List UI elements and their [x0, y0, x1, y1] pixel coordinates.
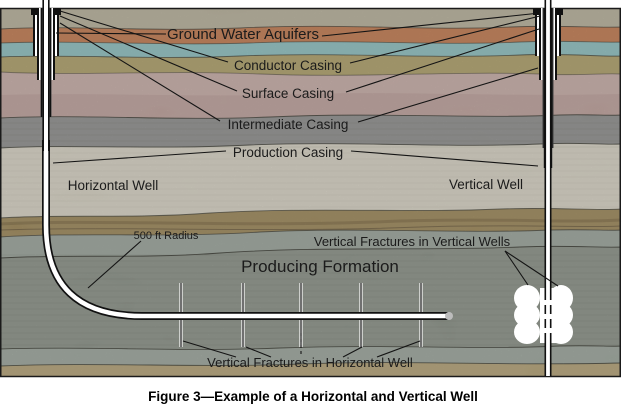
leader-conductor-right: [349, 15, 541, 64]
label-production-casing: Production Casing: [233, 145, 343, 160]
leader-production-right: [350, 150, 539, 167]
figure-caption: Figure 3—Example of a Horizontal and Ver…: [148, 389, 478, 404]
leader-aquifer-left: [55, 32, 167, 35]
leader-vfhw-3: [342, 346, 363, 358]
casing-perforations: [542, 300, 554, 333]
leader-vfhw-4: [376, 340, 421, 358]
label-horizontal-well: Horizontal Well: [68, 178, 159, 193]
label-producing-formation: Producing Formation: [241, 257, 399, 276]
label-vertical-fractures-vertical-wells: Vertical Fractures in Vertical Wells: [314, 234, 511, 249]
wellbore-end-cap: [445, 312, 453, 320]
label-intermediate-casing: Intermediate Casing: [228, 117, 349, 132]
leader-surface-right: [345, 28, 540, 93]
label-500ft-radius: 500 ft Radius: [134, 230, 199, 242]
casing-cap: [557, 8, 563, 15]
casing-cap: [31, 8, 37, 15]
label-surface-casing: Surface Casing: [242, 86, 334, 101]
well-diagram: Ground Water Aquifers Conductor Casing S…: [0, 0, 622, 378]
leader-vfhw-2: [245, 346, 272, 358]
leader-vfvw-1: [504, 250, 529, 286]
leader-lines: [52, 10, 559, 358]
label-ground-water-aquifers: Ground Water Aquifers: [167, 26, 319, 43]
diagram-border: [0, 7, 621, 378]
leader-vfvw-2: [504, 250, 559, 287]
leader-intermediate-left: [59, 22, 221, 122]
leader-aquifer-right: [321, 12, 541, 37]
label-vertical-fractures-horizontal-well: Vertical Fractures in Horizontal Well: [207, 355, 413, 370]
leader-production-left: [52, 150, 227, 164]
label-conductor-casing: Conductor Casing: [234, 58, 342, 73]
label-vertical-well: Vertical Well: [449, 177, 523, 192]
casing-cap: [533, 8, 539, 15]
leader-surface-left: [59, 15, 238, 92]
leader-conductor-left: [59, 10, 229, 63]
horizontal-wellbore: [31, 0, 453, 320]
leader-intermediate-right: [357, 67, 539, 123]
leader-radius: [87, 240, 142, 289]
leader-vfhw-1: [182, 340, 237, 358]
casing-cap: [55, 8, 61, 15]
